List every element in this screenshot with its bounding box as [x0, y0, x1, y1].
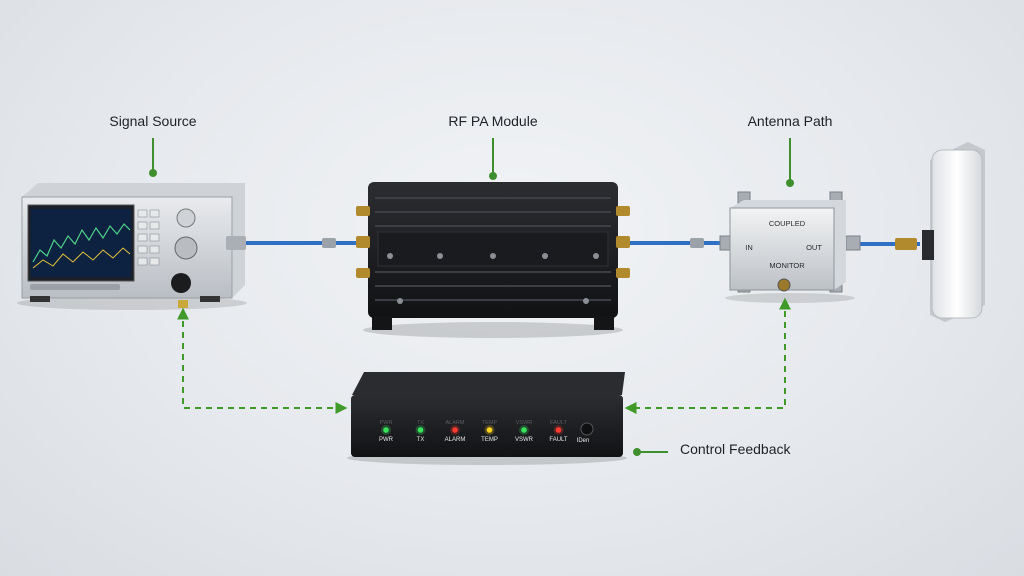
indicator-bottom-label: TEMP: [481, 437, 498, 443]
indicator-glow: [519, 425, 529, 435]
indicator-glow: [450, 425, 460, 435]
indicator-bottom-label: PWR: [379, 437, 394, 443]
indicator-bottom-label: FAULT: [549, 437, 568, 443]
indicator-glow: [485, 425, 495, 435]
indicator-bottom-label: TX: [417, 437, 425, 443]
feedback-arrow-source: [183, 310, 345, 408]
indicator-glow: [416, 425, 426, 435]
coupler-monitor-label: MONITOR: [769, 261, 805, 270]
control-unit: PWRPWRTXTXALARMALARMTEMPTEMPVSWRVSWRFAUL…: [347, 372, 627, 465]
directional-coupler: COUPLED IN OUT MONITOR: [720, 192, 860, 303]
tuning-knob-lower: [175, 237, 197, 259]
coupler-coupled-label: COUPLED: [769, 219, 806, 228]
feedback-arrow-monitor: [627, 300, 785, 408]
indicator-bottom-label: ALARM: [445, 437, 466, 443]
rf-pa-module-device: [356, 182, 630, 338]
control-button-label: IDen: [577, 438, 590, 444]
indicator-glow: [554, 425, 564, 435]
coupler-out-label: OUT: [806, 243, 822, 252]
tuning-knob-upper: [177, 209, 195, 227]
indicator-glow: [381, 425, 391, 435]
control-knob[interactable]: [581, 423, 593, 435]
signal-source-device: [17, 183, 247, 310]
indicator-bottom-label: VSWR: [515, 437, 534, 443]
coupler-in-label: IN: [745, 243, 753, 252]
power-knob: [171, 273, 191, 293]
antenna-panel: [922, 142, 985, 322]
